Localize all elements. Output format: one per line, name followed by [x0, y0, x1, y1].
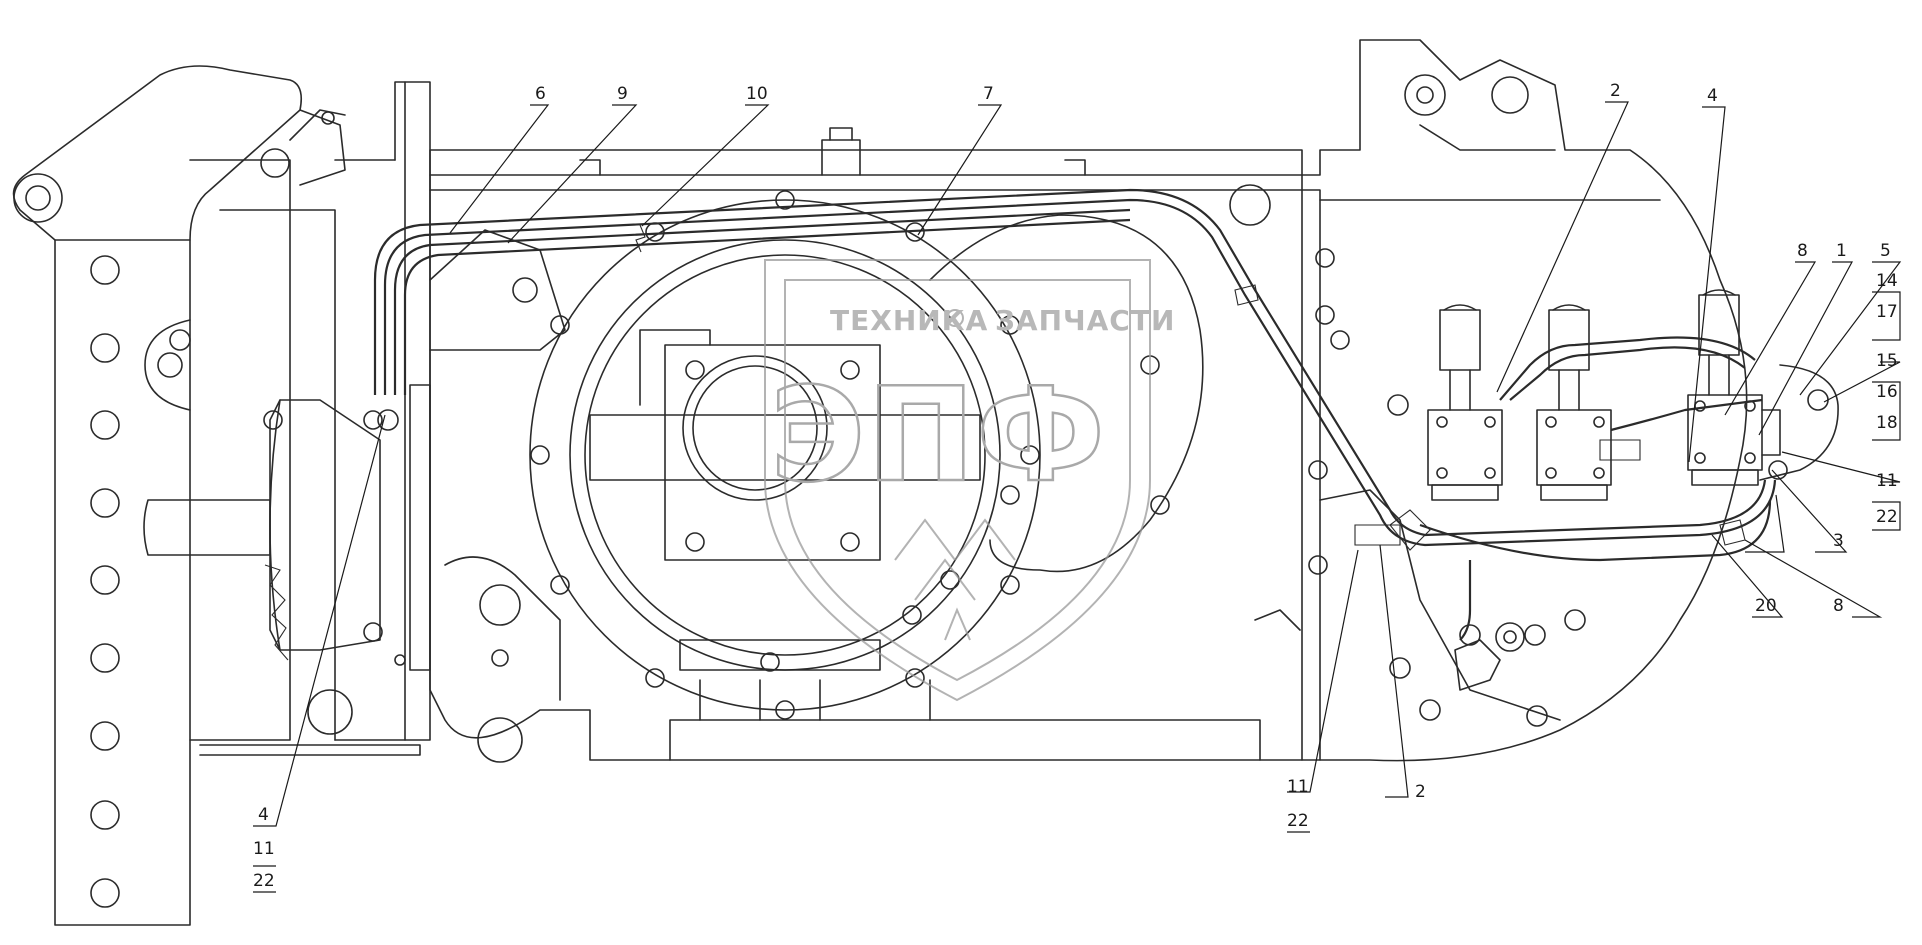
callout-11-right: 11 — [1876, 471, 1898, 491]
callout-8-bottom: 8 — [1833, 596, 1844, 616]
callout-18: 18 — [1876, 413, 1898, 433]
rear-panel — [169, 81, 431, 756]
callout-4-top: 4 — [1707, 86, 1718, 106]
main-flange — [529, 184, 1271, 720]
callout-22-left: 22 — [253, 871, 275, 891]
callout-9: 9 — [617, 84, 628, 104]
callout-22-center: 22 — [1287, 811, 1309, 831]
callout-1: 1 — [1836, 241, 1847, 261]
callout-7: 7 — [983, 84, 994, 104]
callout-11-center: 11 — [1287, 777, 1309, 797]
callout-10: 10 — [746, 84, 768, 104]
watermark-brand-right: ЗАПЧАСТИ — [995, 304, 1175, 337]
callout-2-bottom: 2 — [1415, 782, 1426, 802]
callout-6: 6 — [535, 84, 546, 104]
callout-14: 14 — [1876, 271, 1898, 291]
watermark-logo-letters: ЭПФ — [770, 359, 1106, 511]
callout-8-top: 8 — [1797, 241, 1808, 261]
callout-5: 5 — [1880, 241, 1891, 261]
callout-15: 15 — [1876, 351, 1898, 371]
watermark-logo: ТЕХНИКА ЗАПЧАСТИ ЭПФ — [764, 259, 1175, 702]
hitch-bracket — [12, 65, 346, 926]
watermark-brand-left: ТЕХНИКА — [830, 304, 988, 337]
pto-shaft — [143, 384, 431, 671]
leader-lines — [253, 101, 1902, 893]
callout-20: 20 — [1755, 596, 1777, 616]
callout-4-left: 4 — [258, 805, 269, 825]
callout-16: 16 — [1876, 382, 1898, 402]
transmission-housing — [429, 127, 1303, 763]
callout-17: 17 — [1876, 302, 1898, 322]
callout-2-top: 2 — [1610, 81, 1621, 101]
callout-22-right: 22 — [1876, 507, 1898, 527]
callout-11-left: 11 — [253, 839, 275, 859]
callout-3: 3 — [1833, 531, 1844, 551]
callout-labels: 6 9 10 7 2 4 8 1 5 14 17 15 16 18 11 22 … — [253, 81, 1898, 891]
valve-2 — [1536, 304, 1612, 501]
right-housing — [1301, 39, 1839, 762]
valve-1 — [1427, 304, 1503, 501]
